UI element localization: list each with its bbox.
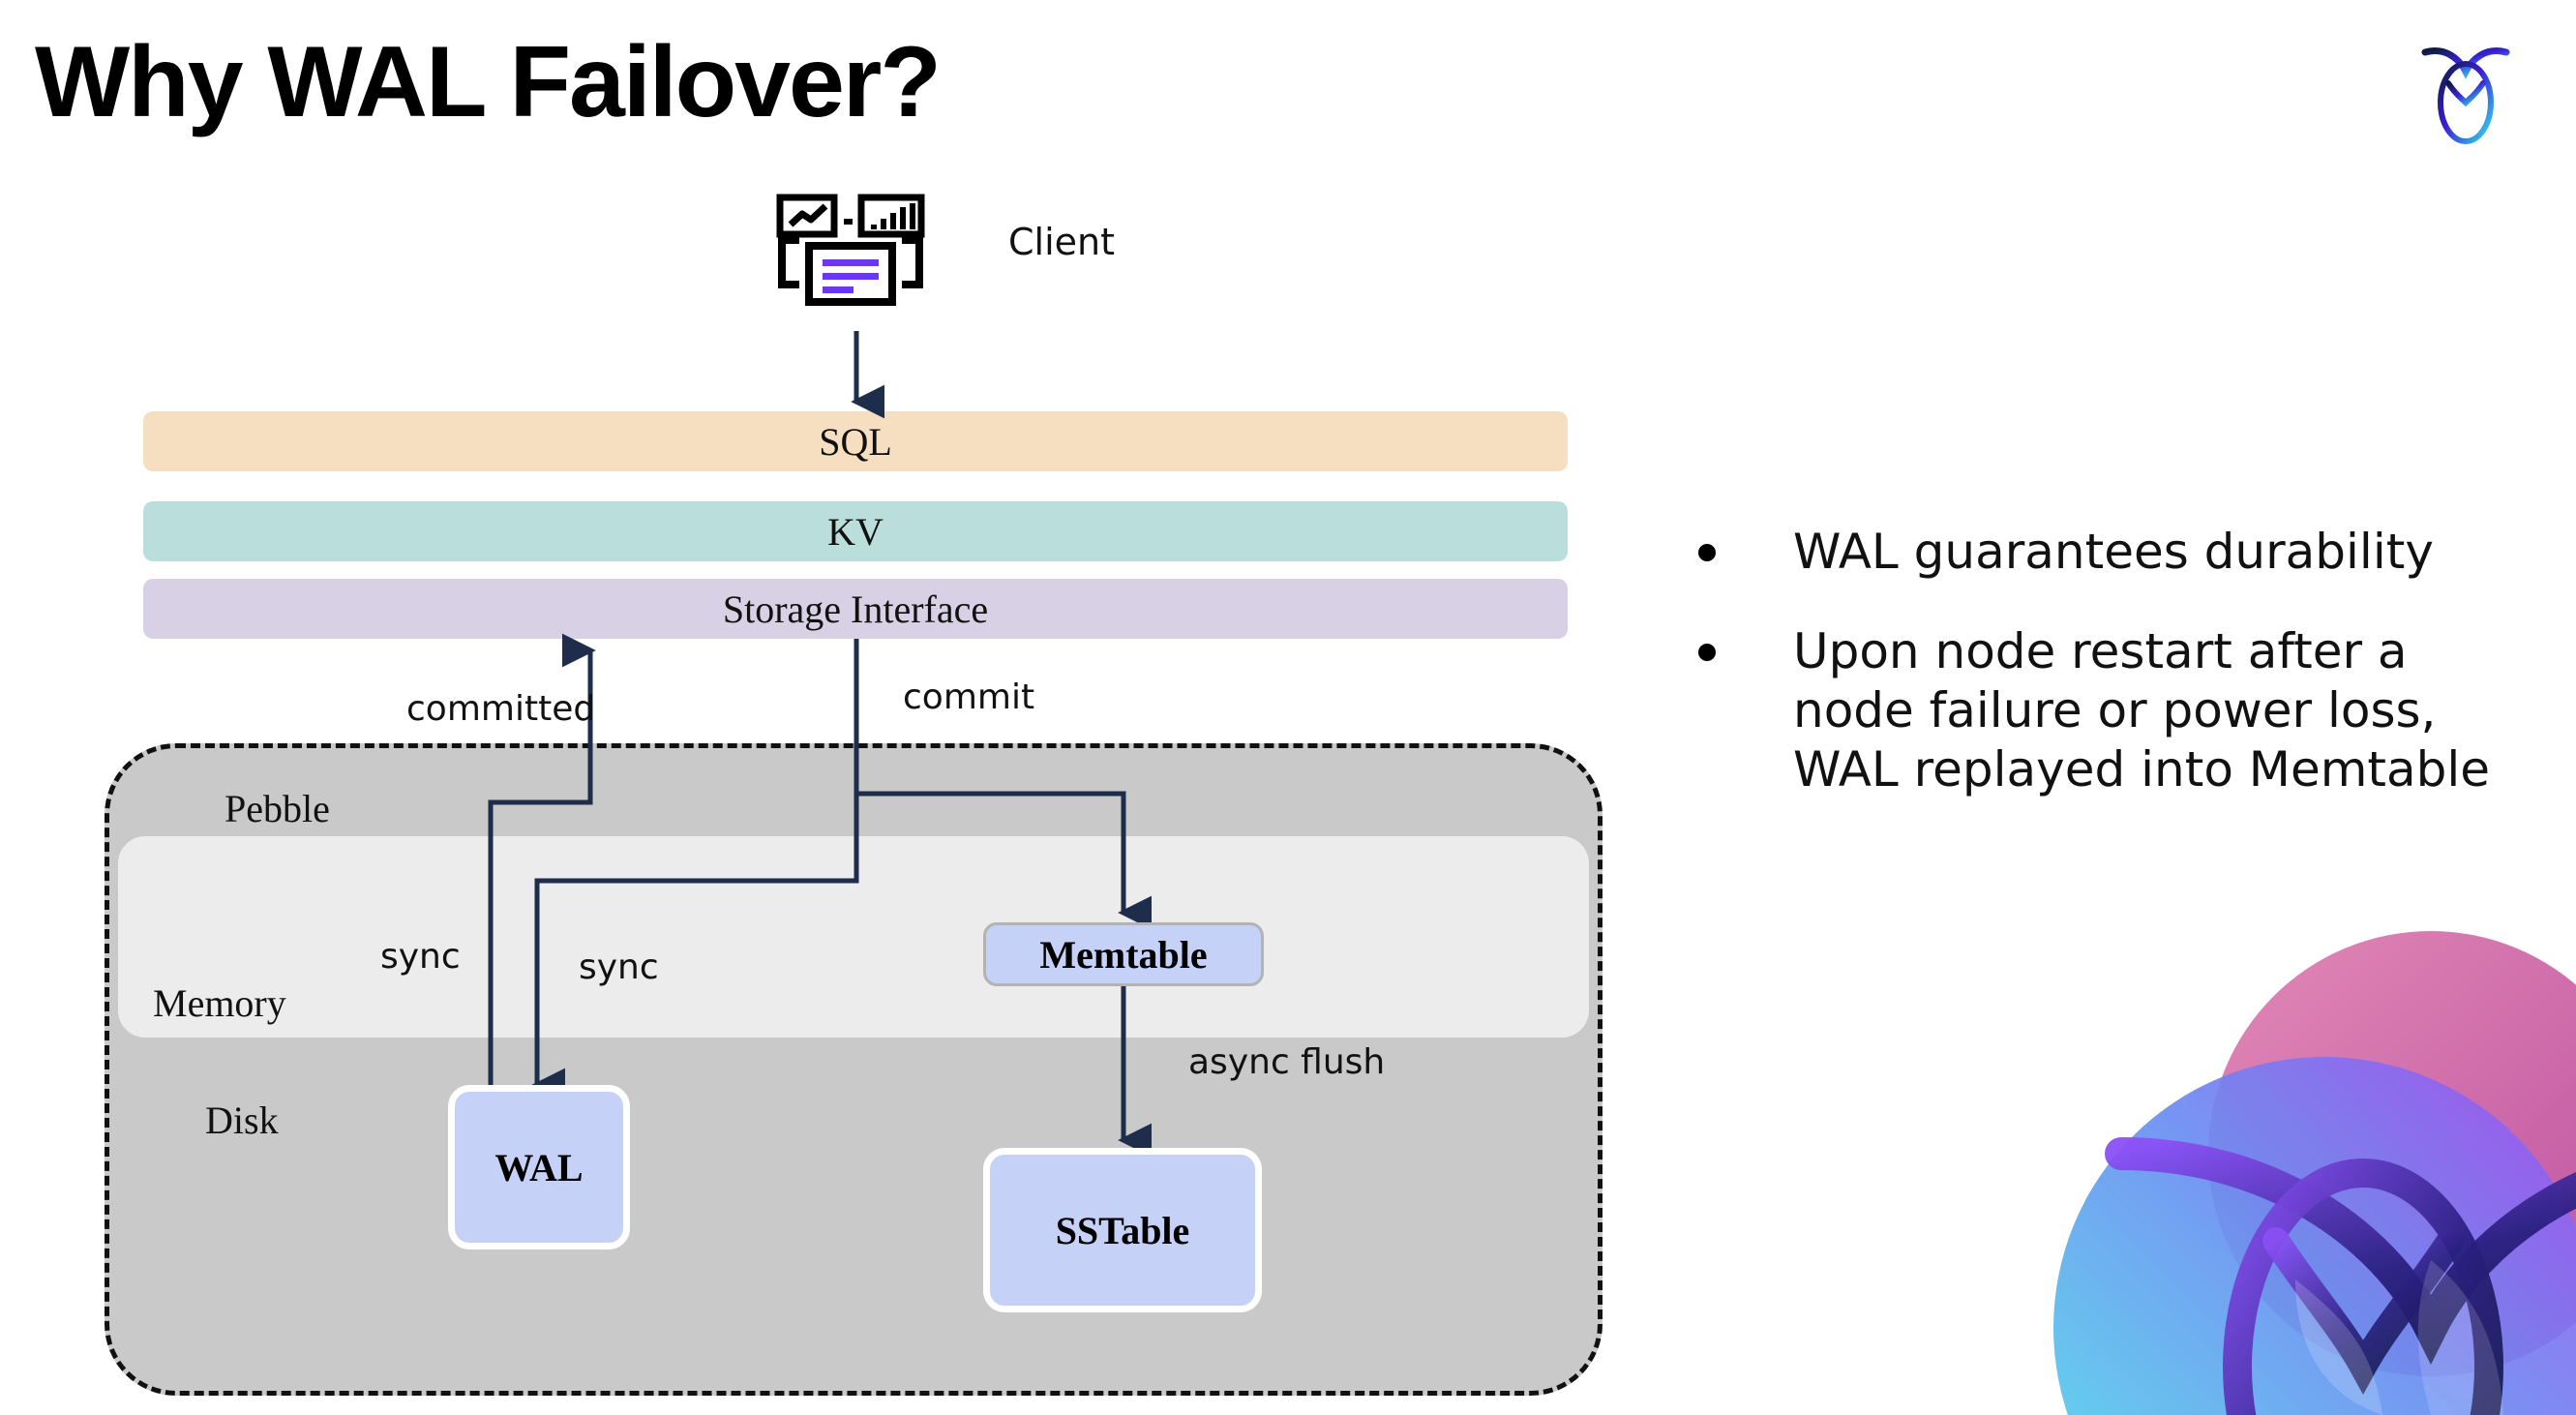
- list-item: WAL guarantees durability: [1698, 523, 2531, 582]
- layer-label-kv: KV: [827, 509, 884, 554]
- bullet-dot-icon: [1698, 544, 1716, 561]
- node-label-sstable: SSTable: [1055, 1208, 1190, 1252]
- node-label-wal: WAL: [494, 1145, 584, 1189]
- node-wal: WAL: [448, 1085, 630, 1249]
- decorative-logo-petals-icon: [1976, 912, 2576, 1415]
- bullet-text: Upon node restart after a node failure o…: [1793, 623, 2491, 798]
- page-title: Why WAL Failover?: [35, 26, 942, 138]
- bullet-list: WAL guarantees durability Upon node rest…: [1698, 523, 2531, 840]
- layer-label-sql: SQL: [819, 419, 892, 464]
- client-dashboard-icon: [774, 194, 929, 310]
- memory-label: Memory: [153, 981, 286, 1025]
- edge-label-committed: committed: [406, 689, 596, 729]
- edge-label-async-flush: async flush: [1188, 1042, 1386, 1082]
- layer-bar-storage-interface: Storage Interface: [143, 579, 1568, 639]
- list-item: Upon node restart after a node failure o…: [1698, 622, 2531, 799]
- layer-bar-sql: SQL: [143, 411, 1568, 471]
- edge-label-sync-commit: sync: [579, 948, 659, 987]
- layer-label-storage-interface: Storage Interface: [722, 587, 989, 631]
- node-sstable: SSTable: [983, 1148, 1262, 1312]
- layer-bar-kv: KV: [143, 501, 1568, 561]
- client-label: Client: [1008, 221, 1116, 263]
- edge-label-sync-committed: sync: [380, 937, 461, 977]
- node-label-memtable: Memtable: [1039, 932, 1208, 977]
- edge-label-commit: commit: [903, 677, 1035, 717]
- pebble-label: Pebble: [225, 787, 330, 830]
- bullet-dot-icon: [1698, 644, 1716, 661]
- cockroach-labs-logo-icon: [2419, 39, 2512, 145]
- bullet-text: WAL guarantees durability: [1793, 524, 2434, 580]
- disk-label: Disk: [205, 1099, 279, 1142]
- node-memtable: Memtable: [983, 922, 1264, 986]
- memory-band: [118, 836, 1589, 1038]
